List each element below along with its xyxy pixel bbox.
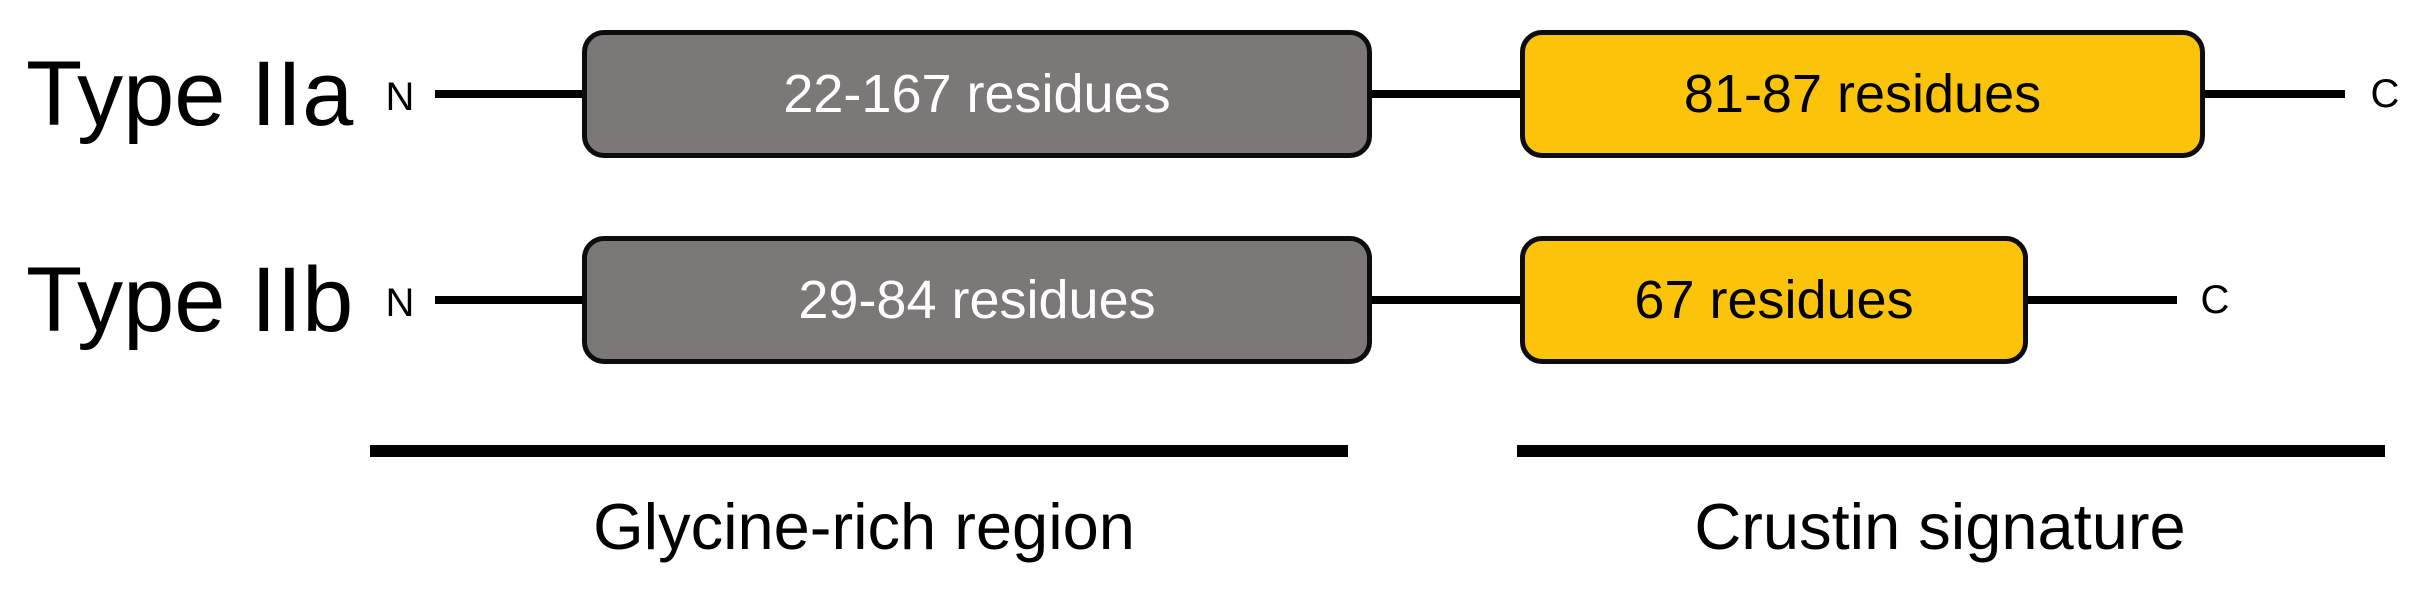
backbone-line: [1372, 90, 1520, 98]
c-terminus-label: C: [2200, 278, 2230, 322]
row-label-type-iia: Type IIa: [26, 43, 354, 145]
backbone-line: [435, 296, 582, 304]
backbone-line: [435, 90, 582, 98]
domain-box-label: 22-167 residues: [783, 64, 1171, 124]
domain-box-label: 81-87 residues: [1683, 64, 2042, 124]
c-terminus-label: C: [2370, 72, 2400, 116]
row-label-type-iib: Type IIb: [26, 249, 354, 351]
glycine-rich-region-label: Glycine-rich region: [593, 490, 1135, 563]
glycine-rich-domain-box: 22-167 residues: [582, 30, 1372, 158]
backbone-line: [2205, 90, 2345, 98]
domain-box-label: 67 residues: [1634, 270, 1914, 330]
glycine-rich-region-underline: [370, 445, 1348, 457]
n-terminus-label: N: [385, 75, 415, 119]
crustin-signature-domain-box: 81-87 residues: [1520, 30, 2205, 158]
backbone-line: [2028, 296, 2177, 304]
glycine-rich-domain-box: 29-84 residues: [582, 236, 1372, 364]
crustin-signature-region-label: Crustin signature: [1694, 490, 2186, 563]
domain-box-label: 29-84 residues: [798, 270, 1156, 330]
crustin-signature-region-underline: [1517, 445, 2385, 457]
n-terminus-label: N: [385, 281, 415, 325]
crustin-signature-domain-box: 67 residues: [1520, 236, 2028, 364]
backbone-line: [1372, 296, 1520, 304]
